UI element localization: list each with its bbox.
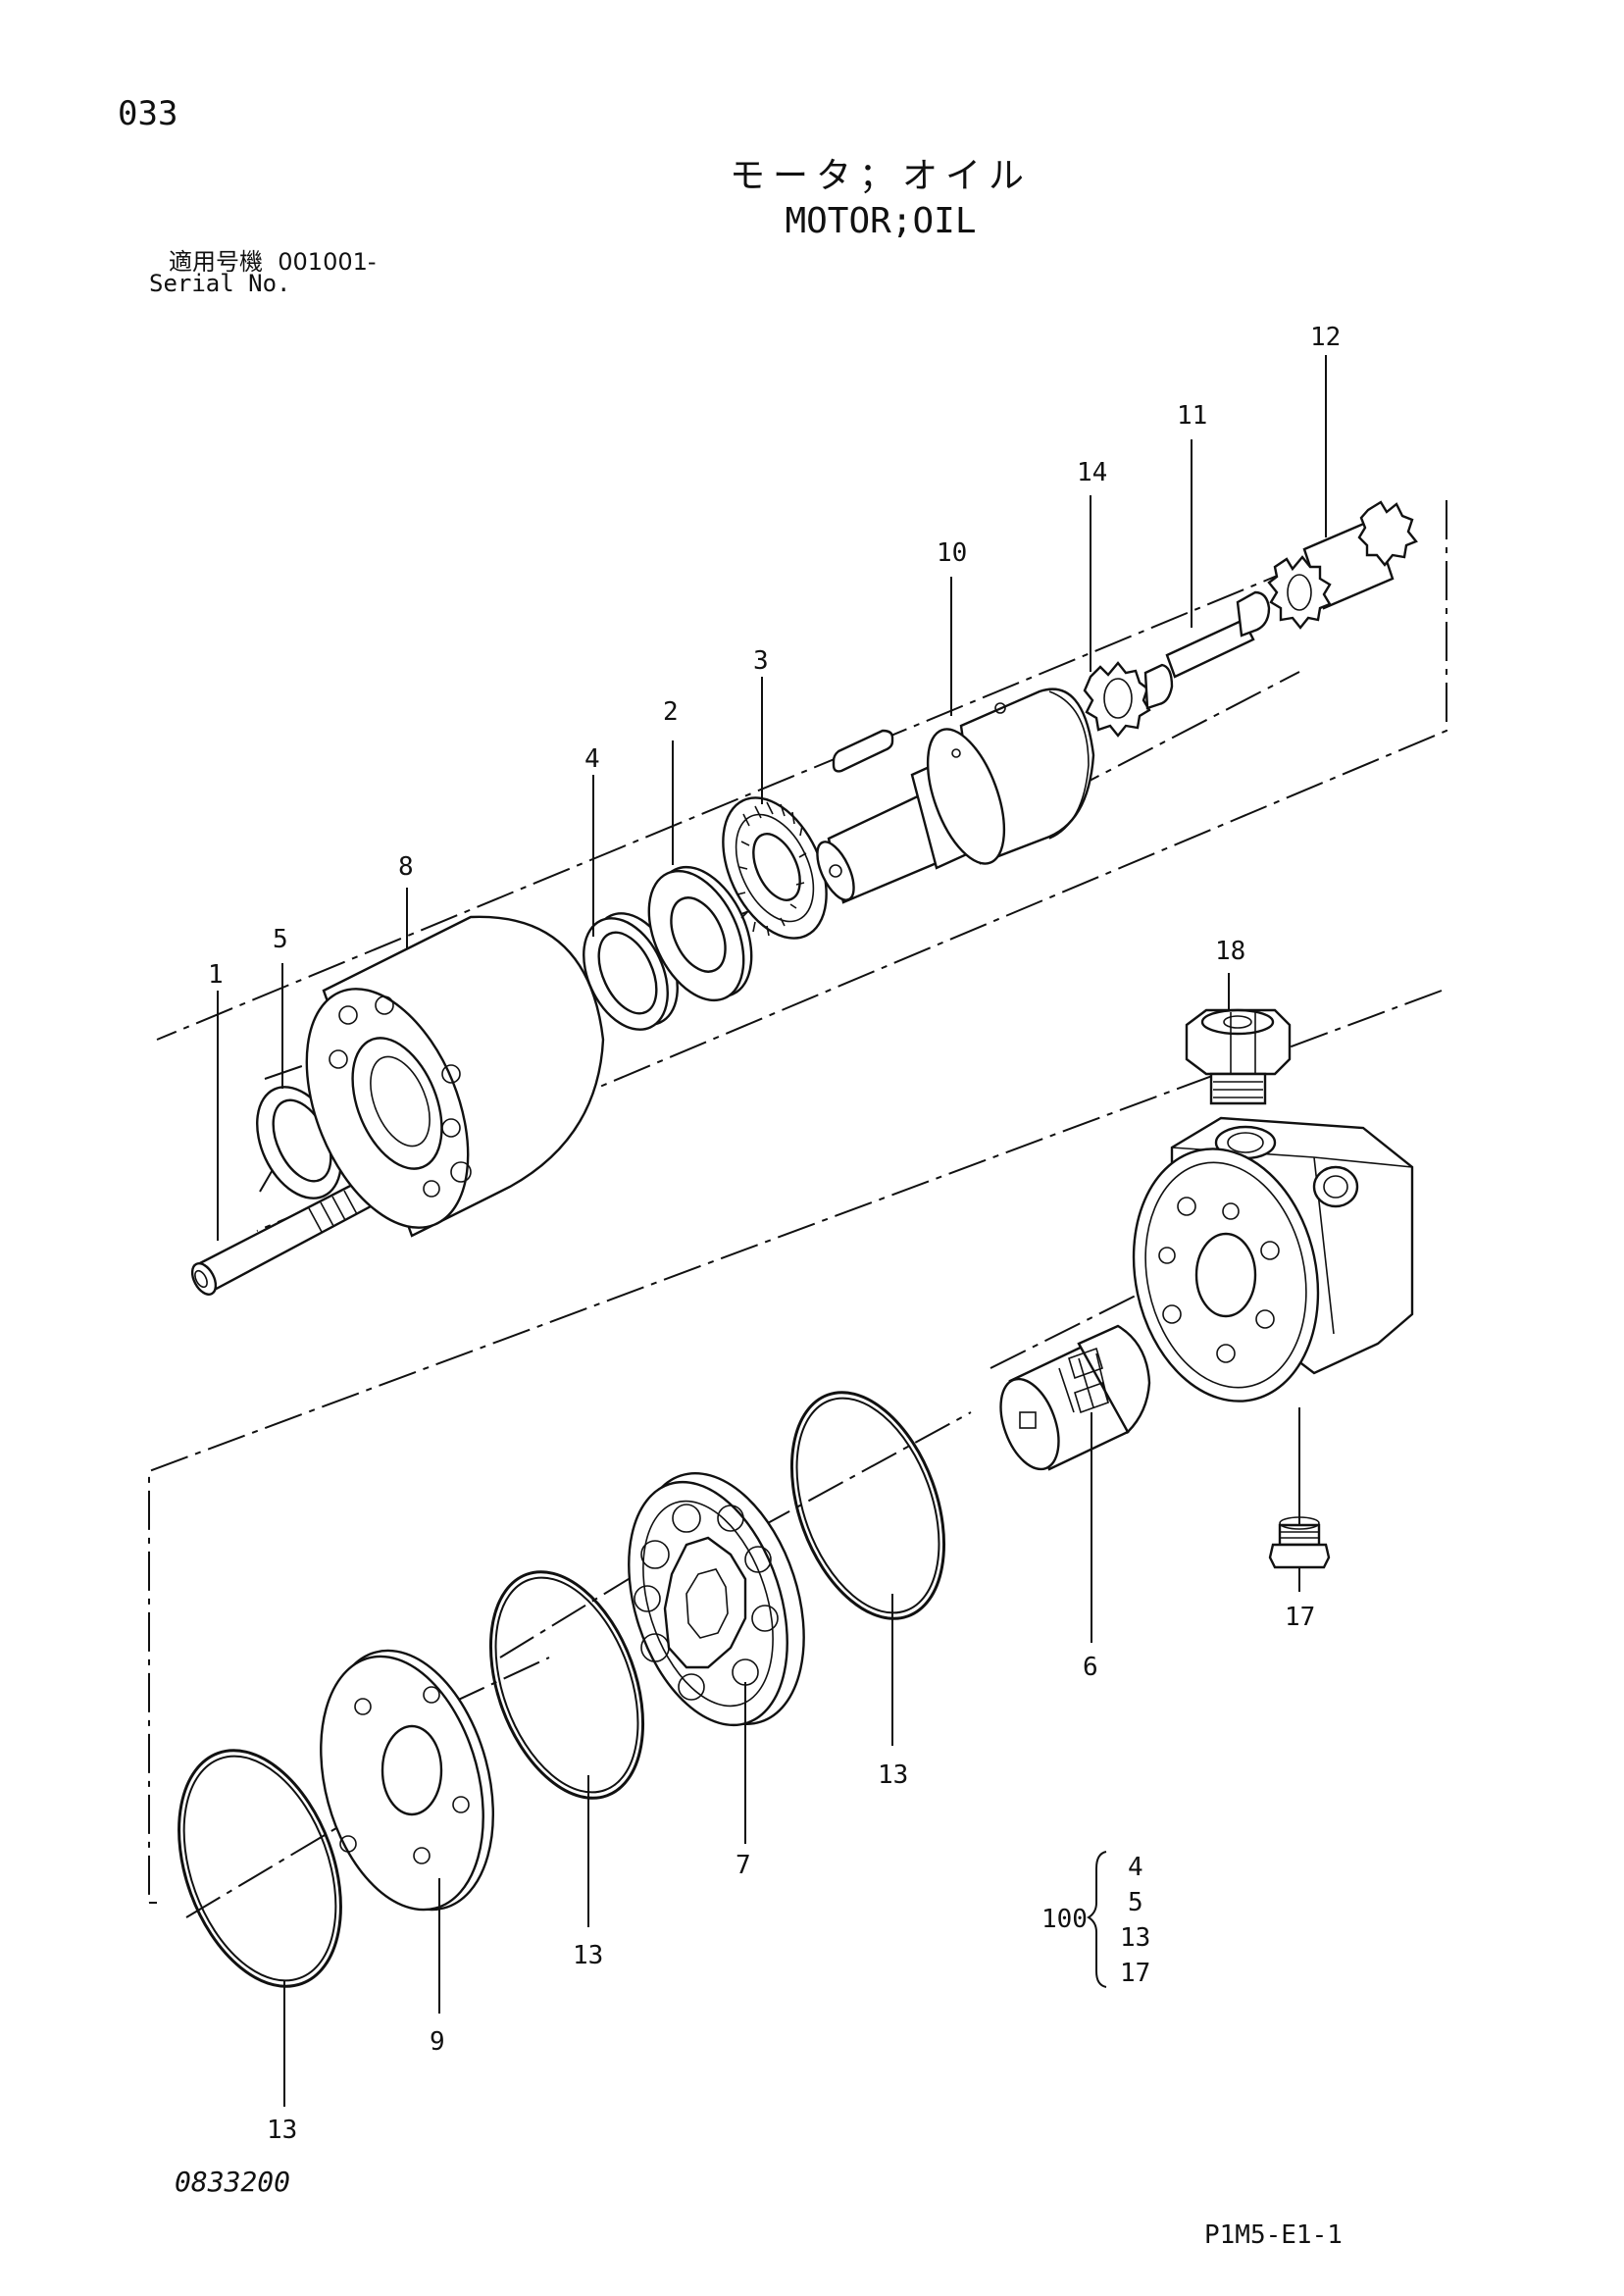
callout-13-left: 13 [267,2116,297,2145]
title-english: MOTOR;OIL [785,201,977,241]
page-number: 033 [118,94,178,133]
part-7-gerotor [628,1471,805,1727]
motor-body [1132,1116,1414,1403]
part-12-spline-shaft [1267,500,1418,630]
callout-10: 10 [937,538,967,568]
kit-item-4: 4 [1128,1853,1143,1882]
callout-2: 2 [663,697,679,727]
callout-12: 12 [1310,323,1341,352]
callout-7: 7 [736,1851,751,1880]
leader-lines [217,355,1327,2107]
callout-8: 8 [398,852,414,882]
key [832,729,894,773]
document-code: 0833200 [175,2166,291,2198]
serial-label-japanese: 適用号機 001001- [169,242,377,277]
part-3-thrust-bearing [722,796,828,940]
part-13-oring-left [178,1749,342,1988]
part-18-fitting [1185,1008,1292,1105]
part-2-washer [647,865,753,1002]
callout-11: 11 [1177,401,1207,431]
serial-value: 001001- [278,248,377,276]
title-japanese: モータ；オイル [729,156,1032,196]
part-10-shaft [816,688,1095,904]
callout-3: 3 [753,646,769,676]
reference-code: P1M5-E1-1 [1204,2220,1343,2250]
part-9-plate [320,1649,495,1912]
callout-6: 6 [1083,1653,1098,1682]
callout-17: 17 [1285,1603,1315,1632]
part-13-oring-middle [488,1570,645,1800]
kit-item-17: 17 [1120,1959,1150,1988]
kit-number: 100 [1041,1905,1088,1934]
part-11-rod [1165,590,1271,679]
callout-14: 14 [1077,458,1107,487]
kit-100-group: 100 4 5 13 17 [1041,1851,1150,1988]
callout-13-right: 13 [878,1760,908,1790]
serial-label-jp-text: 適用号機 [169,248,263,276]
callout-4: 4 [584,744,600,774]
kit-item-13: 13 [1120,1923,1150,1953]
callout-18: 18 [1215,937,1245,966]
part-1-bolt [190,1180,373,1296]
callout-9: 9 [430,2027,445,2057]
serial-label-english: Serial No. [149,270,291,297]
part-6-valve [999,1324,1151,1471]
part-8-housing [305,915,605,1238]
kit-item-5: 5 [1128,1888,1143,1917]
callout-13-middle: 13 [573,1941,603,1970]
part-17-plug [1268,1516,1331,1569]
callout-5: 5 [273,925,288,954]
part-13-oring-right [789,1391,946,1620]
part-14-spline-coupling [1083,661,1174,738]
callout-1: 1 [208,960,224,990]
callout-labels: 1 2 3 4 5 6 7 8 9 10 11 12 13 13 13 13 1… [208,323,1341,2145]
assembly-frame [148,500,1447,1904]
